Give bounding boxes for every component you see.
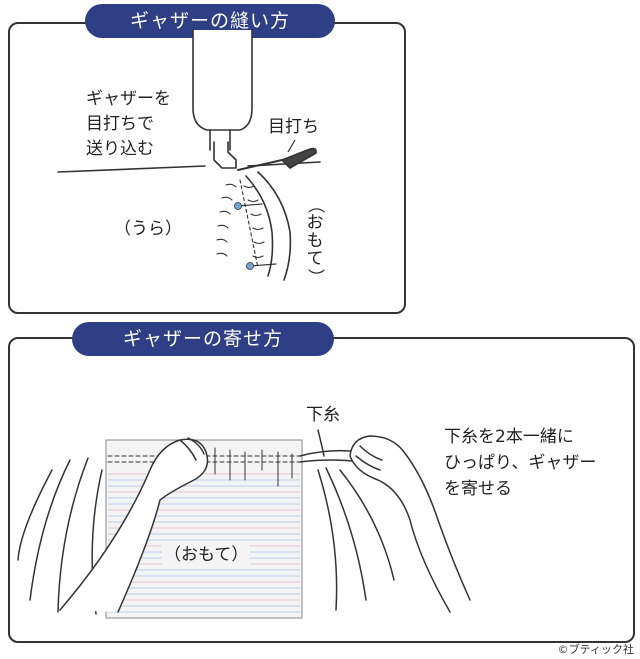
label-bobbin-thread: 下糸 xyxy=(306,405,340,425)
instruction-line-2: ひっぱり、ギャザー xyxy=(444,453,597,473)
pin-head-lower xyxy=(246,262,254,270)
label-feed-gathers-line-2: 目打ちで xyxy=(86,114,154,134)
paren-close: ） xyxy=(305,268,325,286)
label-feed-gathers-line-1: ギャザーを xyxy=(86,89,171,109)
sewing-machine-illustration xyxy=(57,29,321,281)
char-o: お xyxy=(306,213,324,233)
label-right-side: （おもて） xyxy=(162,544,251,566)
pin-head-upper xyxy=(234,202,242,210)
paren-open: （ xyxy=(305,196,325,214)
label-awl: 目打ち xyxy=(268,117,319,137)
label-wrong-side: （うら） xyxy=(114,219,182,239)
char-mo: も xyxy=(306,231,324,251)
label-feed-gathers-line-3: 送り込む xyxy=(86,139,154,159)
instruction-line-3: を寄せる xyxy=(444,479,512,499)
copyright-notice: ©ブティック社 xyxy=(557,643,634,656)
char-te: て xyxy=(306,249,324,269)
thread-and-hands-illustration xyxy=(17,429,471,615)
gathering-method-title: ギャザーの寄せ方 xyxy=(72,322,334,356)
label-right-side-vertical: （ お も て ） xyxy=(305,196,325,286)
instruction-line-1: 下糸を2本一緒に xyxy=(444,427,574,447)
